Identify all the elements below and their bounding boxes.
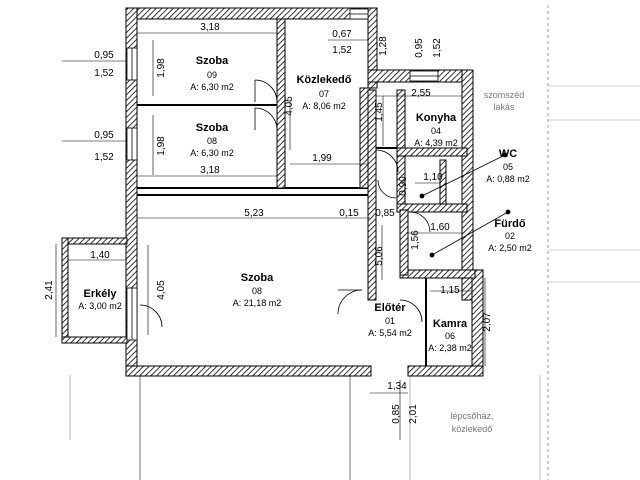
dim-pantry-115: 1,15 [440,285,460,296]
room-area: A: 6,30 m2 [190,82,234,92]
room-name: Szoba [241,272,274,284]
neighbor-note-line-2: lakás [493,102,515,112]
room-number: 01 [385,316,395,326]
dim-mid-width: 3,18 [200,165,220,176]
dim-room-405: 4,05 [156,280,167,300]
dim-bath-160: 1,60 [430,222,450,233]
room-number: 05 [503,162,513,172]
room-number: 07 [319,89,329,99]
dim-corridor-199: 1,99 [312,153,332,164]
room-wc: WC 05 A: 0,88 m2 [486,148,530,184]
room-area: A: 21,18 m2 [233,298,282,308]
dim-door-201: 2,01 [408,404,419,424]
room-szoba-big: Szoba 08 A: 21,18 m2 [233,272,282,308]
dim-top-width: 3,18 [200,22,220,33]
dim-door-085: 0,85 [391,404,402,424]
dim-corridor-152: 1,52 [332,45,352,56]
dim-window-height-a: 1,52 [94,68,114,79]
room-name: Szoba [196,55,229,67]
room-number: 08 [207,136,217,146]
room-name: Közlekedő [296,74,351,86]
room-eloter: Előtér 01 A: 5,54 m2 [368,302,412,338]
dim-window-height-b: 1,52 [94,152,114,163]
room-area: A: 2,38 m2 [428,343,472,353]
dim-corridor-128: 1,28 [378,36,389,56]
dim-kitchen-095: 0,95 [414,38,425,58]
dim-wc-090: 0,90 [398,176,409,196]
room-area: A: 0,88 m2 [486,174,530,184]
room-name: WC [499,148,517,160]
dim-entry-506: 5,06 [374,246,385,266]
room-erkely: Erkély A: 3,00 m2 [78,288,122,311]
room-szoba-08-small: Szoba 08 A: 6,30 m2 [190,122,234,158]
context-lines [69,5,640,480]
dim-pantry-207: 2,07 [482,312,493,332]
dimension-lines [55,30,486,440]
diagonal-markers [419,152,511,258]
stair-note-line-2: közlekedő [452,424,493,434]
room-name: Konyha [416,112,457,124]
walls [61,7,484,377]
dim-window-width-a: 0,95 [94,50,114,61]
room-area: A: 2,50 m2 [488,243,532,253]
dim-corridor-405: 4,05 [284,96,295,116]
room-name: Szoba [196,122,229,134]
dim-height-a: 1,98 [156,58,167,78]
room-name: Előtér [374,302,406,314]
dim-width-015: 0,15 [339,208,359,219]
room-name: Erkély [83,288,117,300]
door-swings [139,79,431,328]
dim-corridor-067: 0,67 [332,29,352,40]
room-number: 09 [207,70,217,80]
room-area: A: 4,39 m2 [414,138,458,148]
room-number: 08 [252,286,262,296]
windows [126,8,439,341]
stair-note-line-1: lépcsőház, [450,411,493,421]
room-area: A: 8,06 m2 [302,101,346,111]
room-konyha: Konyha 04 A: 4,39 m2 [414,112,458,148]
room-szoba-09: Szoba 09 A: 6,30 m2 [190,55,234,92]
dim-balcony-241: 2,41 [44,280,55,300]
dim-window-width-b: 0,95 [94,130,114,141]
neighbor-note-line-1: szomszéd [484,90,525,100]
room-number: 02 [505,231,515,241]
dim-door-134: 1,34 [387,381,407,392]
room-number: 04 [431,126,441,136]
room-name: Kamra [433,318,468,330]
room-number: 06 [445,331,455,341]
room-name: Fürdő [494,218,525,230]
room-area: A: 6,30 m2 [190,148,234,158]
dim-height-b: 1,98 [156,136,167,156]
room-kozlekedo: Közlekedő 07 A: 8,06 m2 [296,74,351,111]
dim-bath-156: 1,56 [410,230,421,250]
dim-wc-110: 1,10 [423,172,443,183]
dim-kitchen-145: 1,45 [374,102,385,122]
dim-kitchen-152: 1,52 [432,38,443,58]
room-area: A: 5,54 m2 [368,328,412,338]
room-furdo: Fürdő 02 A: 2,50 m2 [488,218,532,253]
dim-width-085: 0,85 [375,208,395,219]
room-area: A: 3,00 m2 [78,301,122,311]
dim-balcony-140: 1,40 [90,250,110,261]
dim-kitchen-255: 2,55 [411,88,431,99]
dim-width-523: 5,23 [244,208,264,219]
room-kamra: Kamra 06 A: 2,38 m2 [428,318,472,353]
